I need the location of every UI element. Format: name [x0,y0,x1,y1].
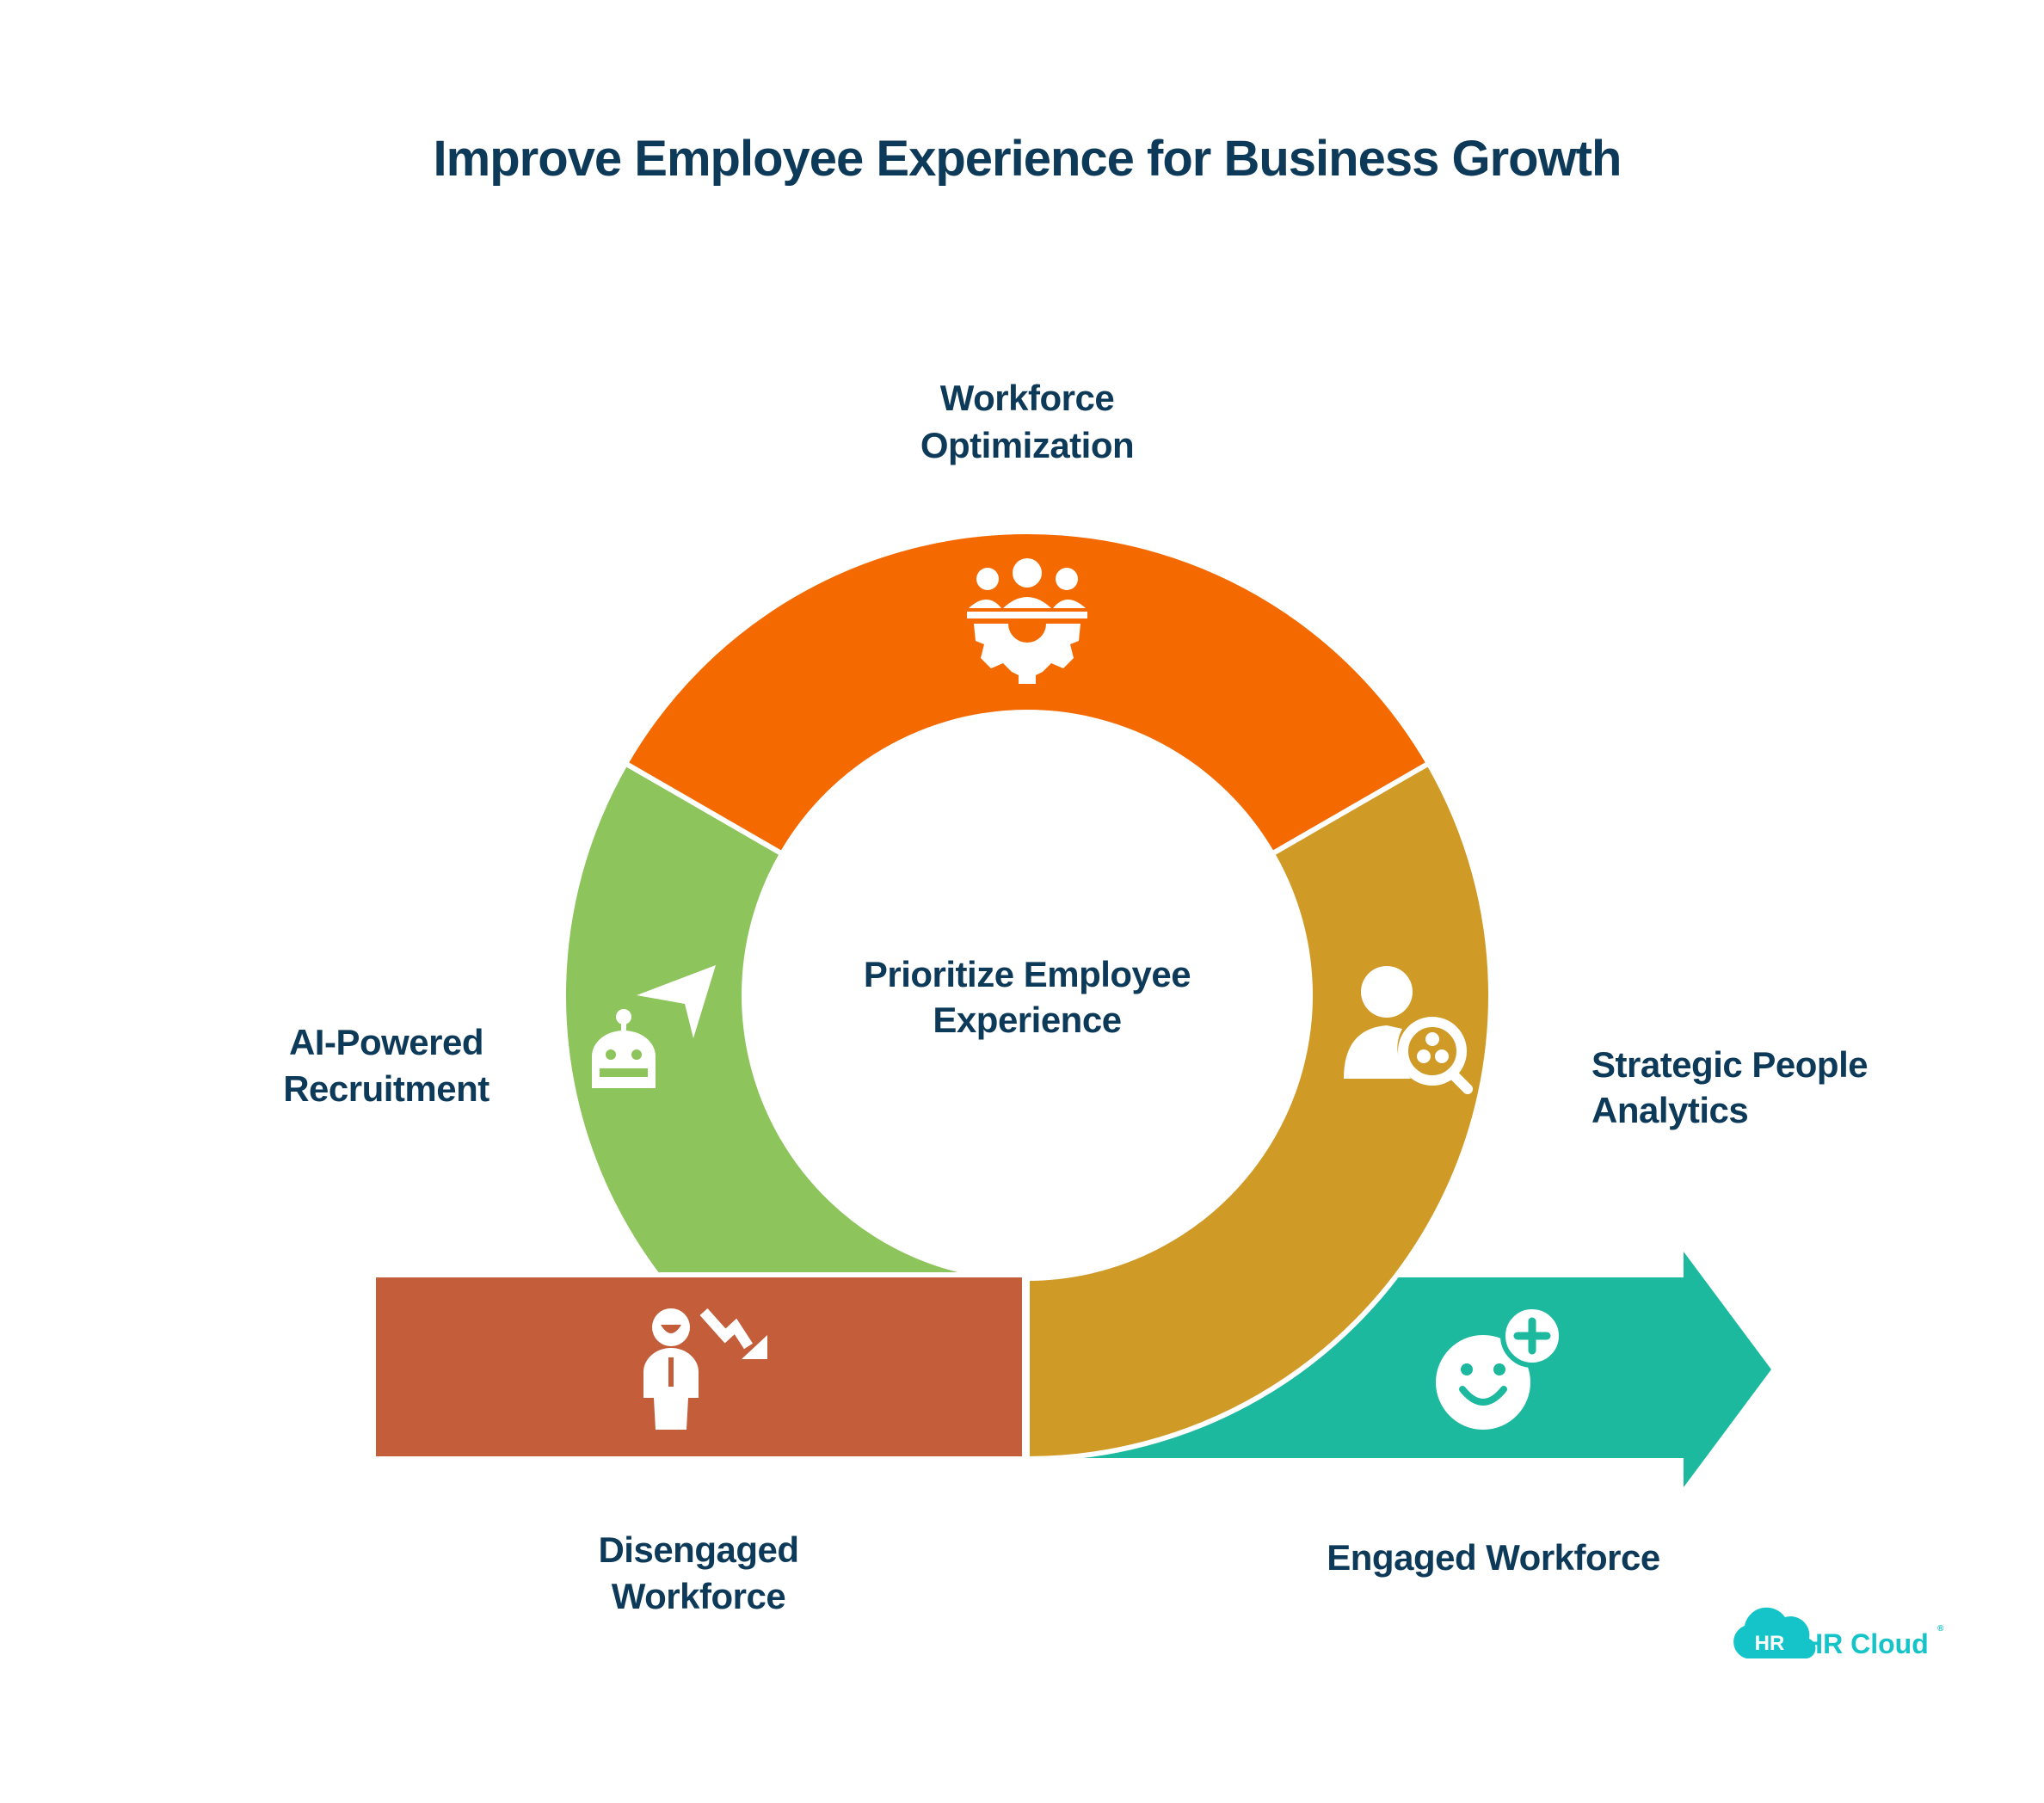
segment-strategic-people-analytics [1025,760,1493,1462]
segment-workforce-optimization [622,529,1432,858]
logo-badge: HR [1755,1632,1785,1655]
label-engaged-workforce: Engaged Workforce [1327,1537,1659,1578]
people-gear-icon [967,558,1087,684]
smiley-plus-icon [1436,1304,1564,1430]
robot-send-icon [592,965,716,1088]
page-title: Improve Employee Experience for Business… [434,131,1622,187]
logo-registered-mark: ® [1937,1624,1944,1634]
disengaged-workforce-bar [371,1272,1027,1461]
hr-cloud-logo: HR HR Cloud ® [1733,1607,1944,1659]
person-magnifier-icon [1344,966,1473,1094]
person-trend-down-icon [643,1308,767,1430]
logo-text: HR Cloud [1803,1628,1929,1659]
cloud-icon [1733,1607,1816,1658]
